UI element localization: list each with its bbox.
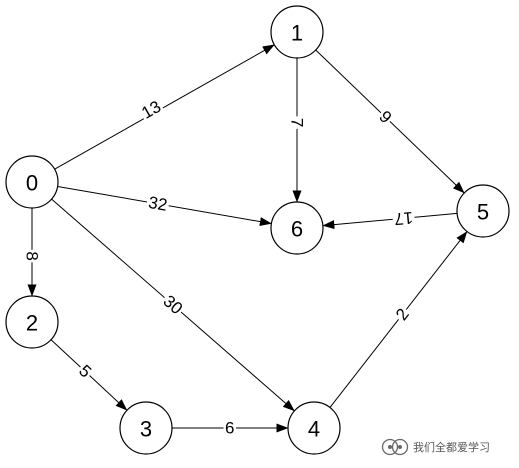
node-label: 2 [26,311,38,336]
node-circle [287,401,341,455]
edge-5-6 [322,212,458,230]
edge-label-background [223,419,236,437]
node-label: 3 [140,417,152,442]
watermark: 我们全都爱学习 [381,438,490,456]
edge-weight-label: 17 [393,208,414,229]
edge-label-background [74,360,96,382]
edge-weight-label: 8 [23,251,42,260]
edge-label-background [23,249,41,263]
edge-label-background [145,193,171,215]
node-label: 4 [308,417,320,442]
node-circle [270,201,324,255]
edge-weight-label: 13 [138,97,164,123]
edge-label-background [374,106,396,128]
edge-weight-label: 7 [288,118,307,127]
edge-weight-label: 32 [147,193,169,215]
edge-label-background [391,304,413,325]
watermark-text: 我们全都爱学习 [413,441,490,454]
wechat-channel-icon [381,438,409,456]
node-label: 1 [291,21,303,46]
node-label: 0 [26,171,38,196]
node-circle [119,401,173,455]
edge-4-5 [329,231,468,408]
edge-label-background [137,97,166,123]
edge-label-background [158,291,187,319]
edge-weight-label: 30 [159,291,186,318]
graph-node-2: 2 [5,295,59,349]
edge-weight-label: 6 [225,419,234,438]
edge-label-background [288,116,306,129]
graph-node-6: 6 [270,201,324,255]
graph-node-1: 1 [270,5,324,59]
edge-0-1 [54,44,275,170]
nodes-layer: 0 1 2 3 4 5 6 [5,5,510,455]
node-label: 6 [291,217,303,242]
node-circle [270,5,324,59]
node-circle [5,155,59,209]
graph-node-0: 0 [5,155,59,209]
graph-node-3: 3 [119,401,173,455]
graph-node-4: 4 [287,401,341,455]
node-circle [456,184,510,238]
node-circle [5,295,59,349]
node-label: 5 [477,200,489,225]
graph-node-5: 5 [456,184,510,238]
edge-label-background [391,208,416,228]
